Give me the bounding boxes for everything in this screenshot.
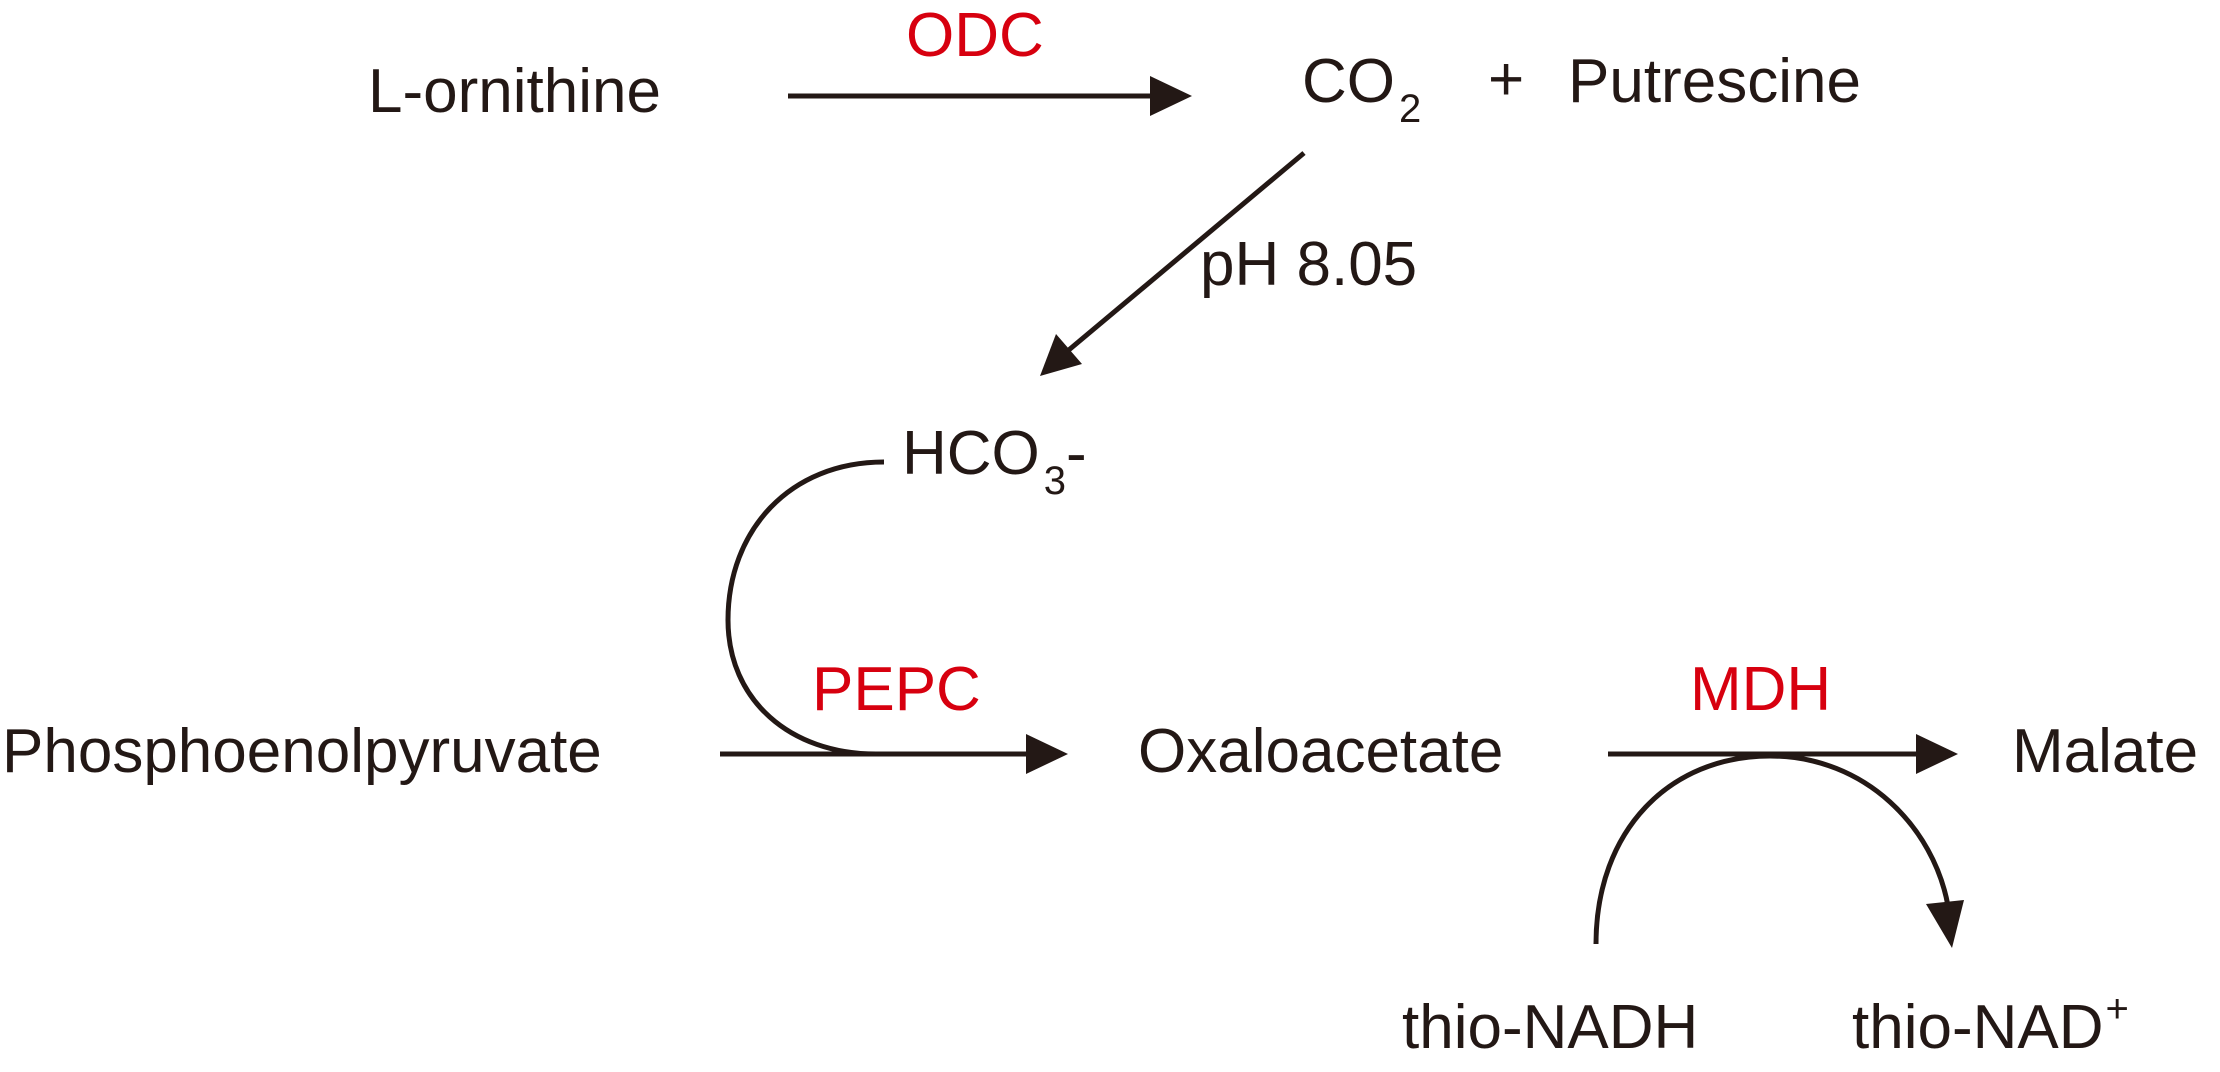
- hco3-charge: -: [1066, 419, 1087, 488]
- odc-enzyme-label: ODC: [906, 1, 1044, 70]
- hco3-subscript: 3: [1044, 459, 1066, 503]
- l-ornithine-label: L-ornithine: [368, 57, 661, 126]
- cofactor-arc: [1593, 753, 1951, 945]
- malate-label: Malate: [2012, 717, 2198, 786]
- oxaloacetate-label: Oxaloacetate: [1138, 717, 1503, 786]
- cofactor-arrow-head: [1926, 900, 1964, 948]
- co2-to-hco3-arrow-shaft: [1062, 151, 1306, 356]
- co2-subscript: 2: [1399, 87, 1421, 131]
- mdh-arrow-head: [1916, 734, 1958, 774]
- thio-nad-plus-label: thio-NAD+: [1852, 987, 2129, 1062]
- thio-nad-superscript: +: [2106, 987, 2129, 1031]
- hco3-incoming-curve: [725, 459, 885, 757]
- pepc-arrow-head: [1026, 734, 1068, 774]
- phosphoenolpyruvate-label: Phosphoenolpyruvate: [2, 717, 602, 786]
- hco3-base: HCO: [902, 419, 1040, 488]
- co2-base: CO: [1302, 47, 1395, 116]
- plus-sign: +: [1488, 45, 1524, 114]
- putrescine-label: Putrescine: [1568, 47, 1861, 116]
- ph-condition-label: pH 8.05: [1200, 230, 1417, 299]
- mdh-enzyme-label: MDH: [1690, 655, 1831, 724]
- odc-arrow-head: [1150, 76, 1192, 116]
- pepc-enzyme-label: PEPC: [812, 655, 981, 724]
- thio-nad-base: thio-NAD: [1852, 993, 2104, 1062]
- thio-nadh-label: thio-NADH: [1402, 993, 1698, 1062]
- co2-to-hco3-arrow-head: [1040, 334, 1082, 376]
